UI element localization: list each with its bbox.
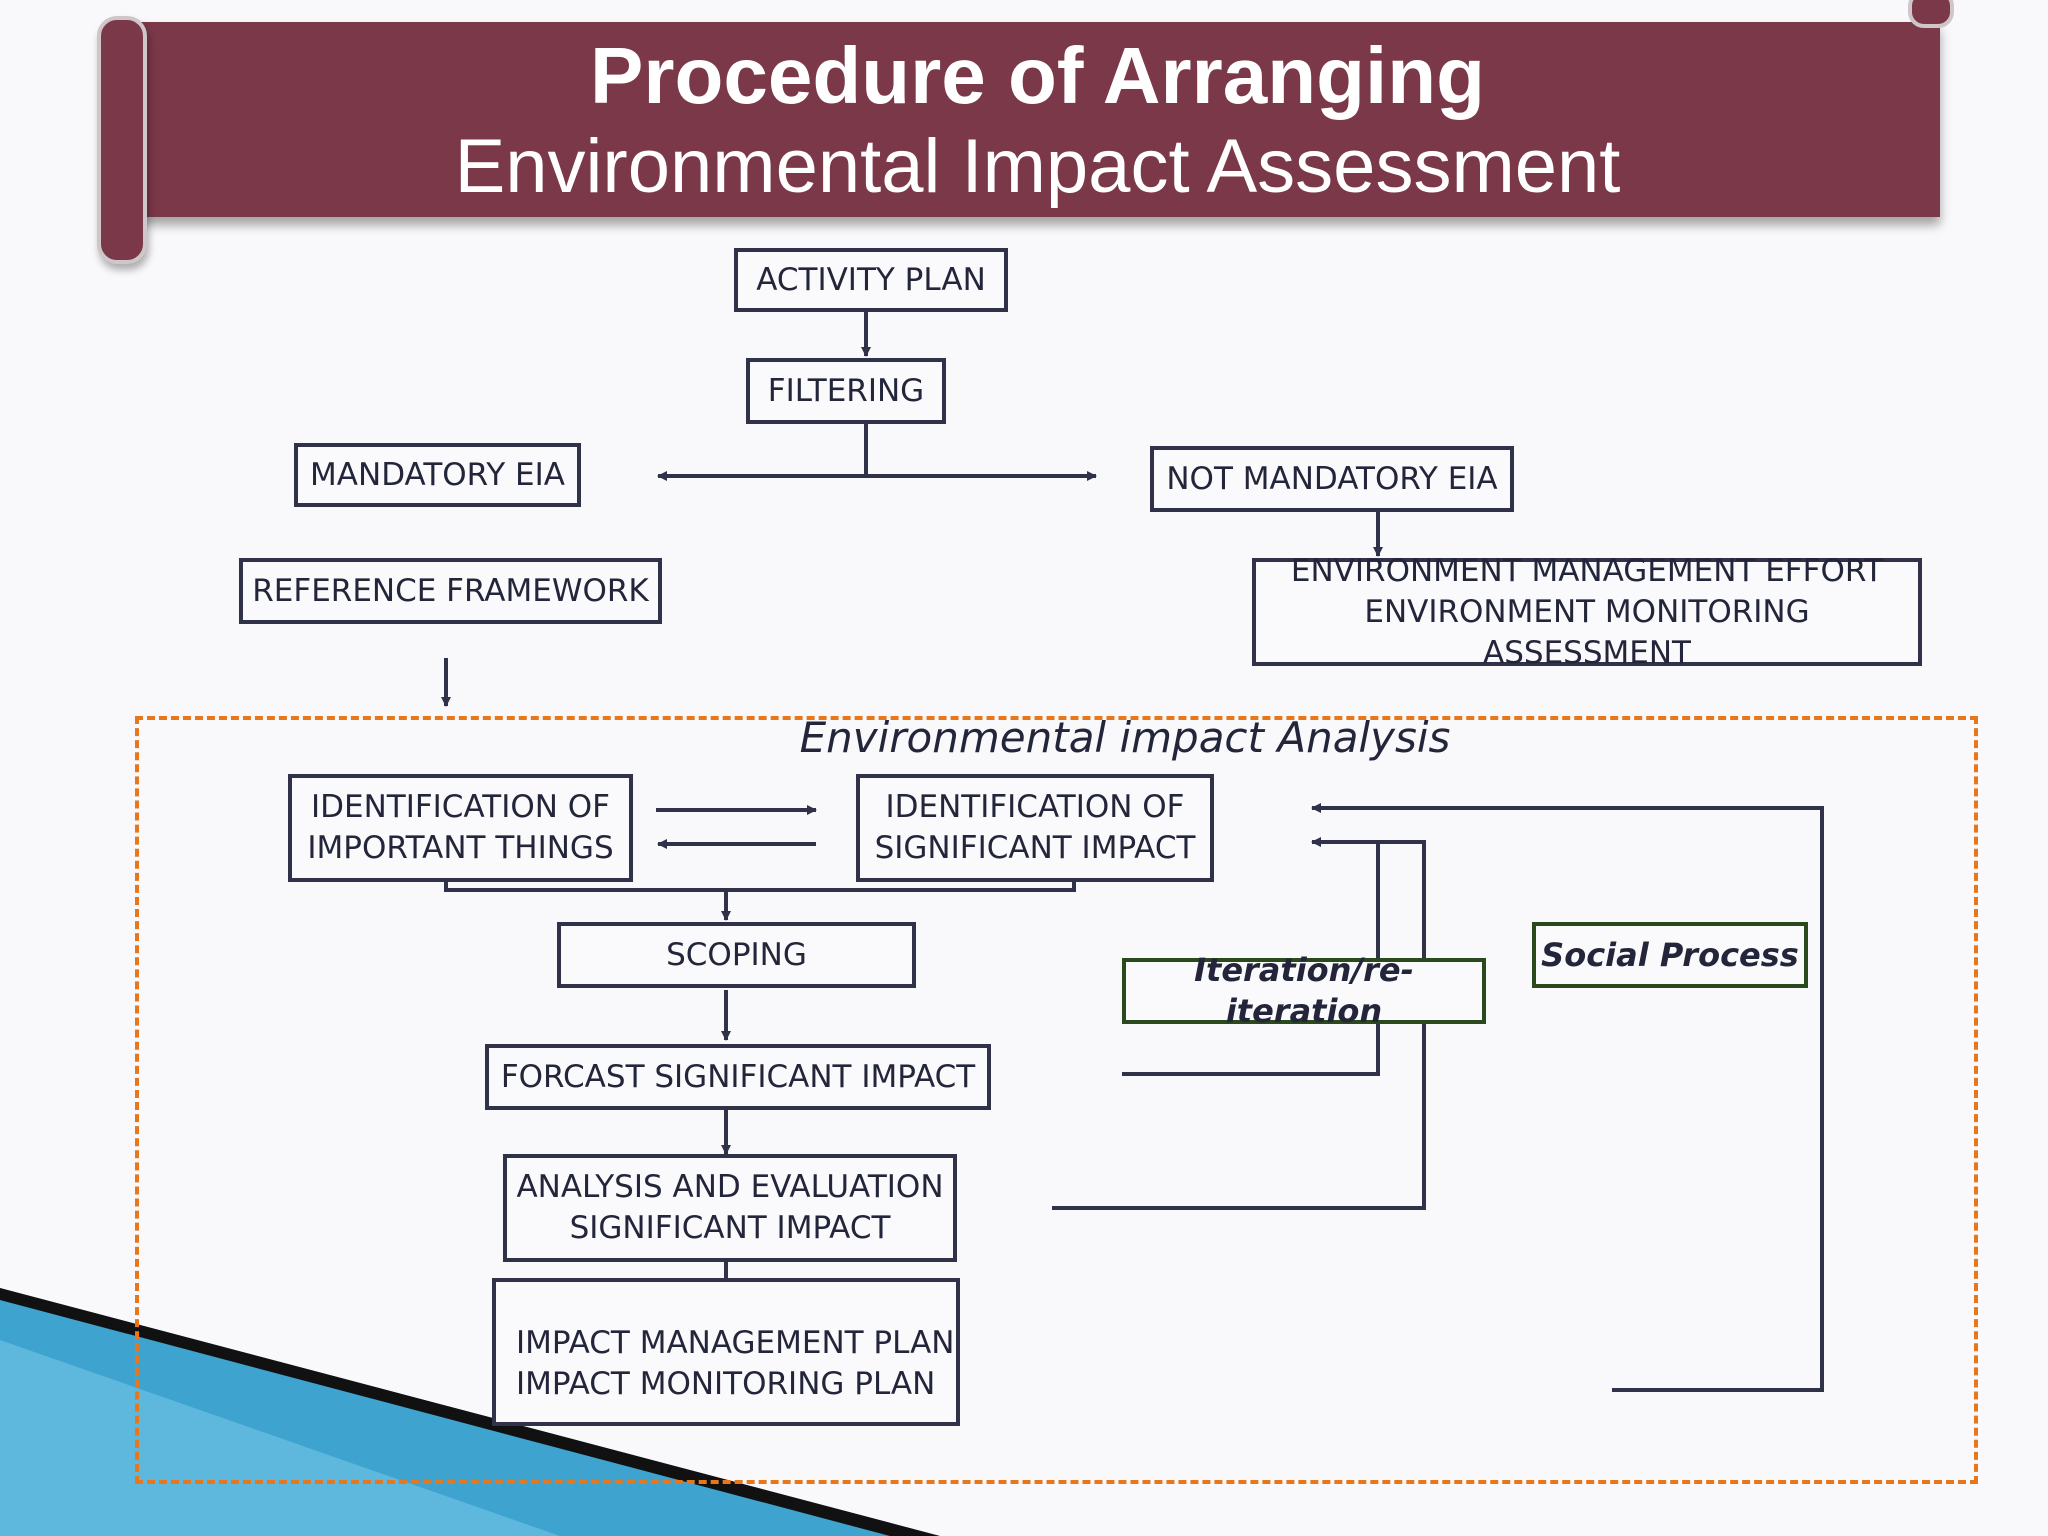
slide-subtitle: Environmental Impact Assessment	[454, 124, 1621, 209]
node-filtering: FILTERING	[746, 358, 946, 424]
social-process-loop	[1311, 803, 1824, 1392]
iteration-loop-analysis	[1052, 837, 1426, 1210]
label-social-process: Social Process	[1532, 922, 1808, 988]
frame-label: Environmental impact Analysis	[799, 713, 1451, 762]
slide-title: Procedure of Arranging	[590, 31, 1485, 120]
scroll-curl-left	[97, 16, 147, 264]
black-corner-stripe	[0, 1288, 940, 1536]
scroll-curl-right	[1908, 0, 1954, 28]
title-banner	[135, 22, 1940, 217]
node-analysis-evaluation: ANALYSIS AND EVALUATION SIGNIFICANT IMPA…	[503, 1154, 957, 1262]
node-identification-important: IDENTIFICATION OF IMPORTANT THINGS	[288, 774, 633, 882]
node-forecast: FORCAST SIGNIFICANT IMPACT	[485, 1044, 991, 1110]
node-impact-plan: IMPACT MANAGEMENT PLAN IMPACT MONITORING…	[492, 1278, 960, 1426]
eia-analysis-frame	[135, 716, 1978, 1484]
node-reference-framework: REFERENCE FRAMEWORK	[239, 558, 662, 624]
light-blue-corner-wedge	[0, 1340, 560, 1536]
identification-bracket	[444, 880, 1076, 892]
node-not-mandatory-eia: NOT MANDATORY EIA	[1150, 446, 1514, 512]
label-iteration: Iteration/re-iteration	[1122, 951, 1486, 1030]
node-env-management: ENVIRONMENT MANAGEMENT EFFORT ENVIRONMEN…	[1252, 553, 1922, 671]
iteration-loop-forecast	[1122, 842, 1380, 1076]
node-scoping: SCOPING	[557, 922, 916, 988]
node-identification-significant: IDENTIFICATION OF SIGNIFICANT IMPACT	[856, 774, 1214, 882]
node-activity-plan: ACTIVITY PLAN	[734, 248, 1008, 312]
node-mandatory-eia: MANDATORY EIA	[294, 443, 581, 507]
